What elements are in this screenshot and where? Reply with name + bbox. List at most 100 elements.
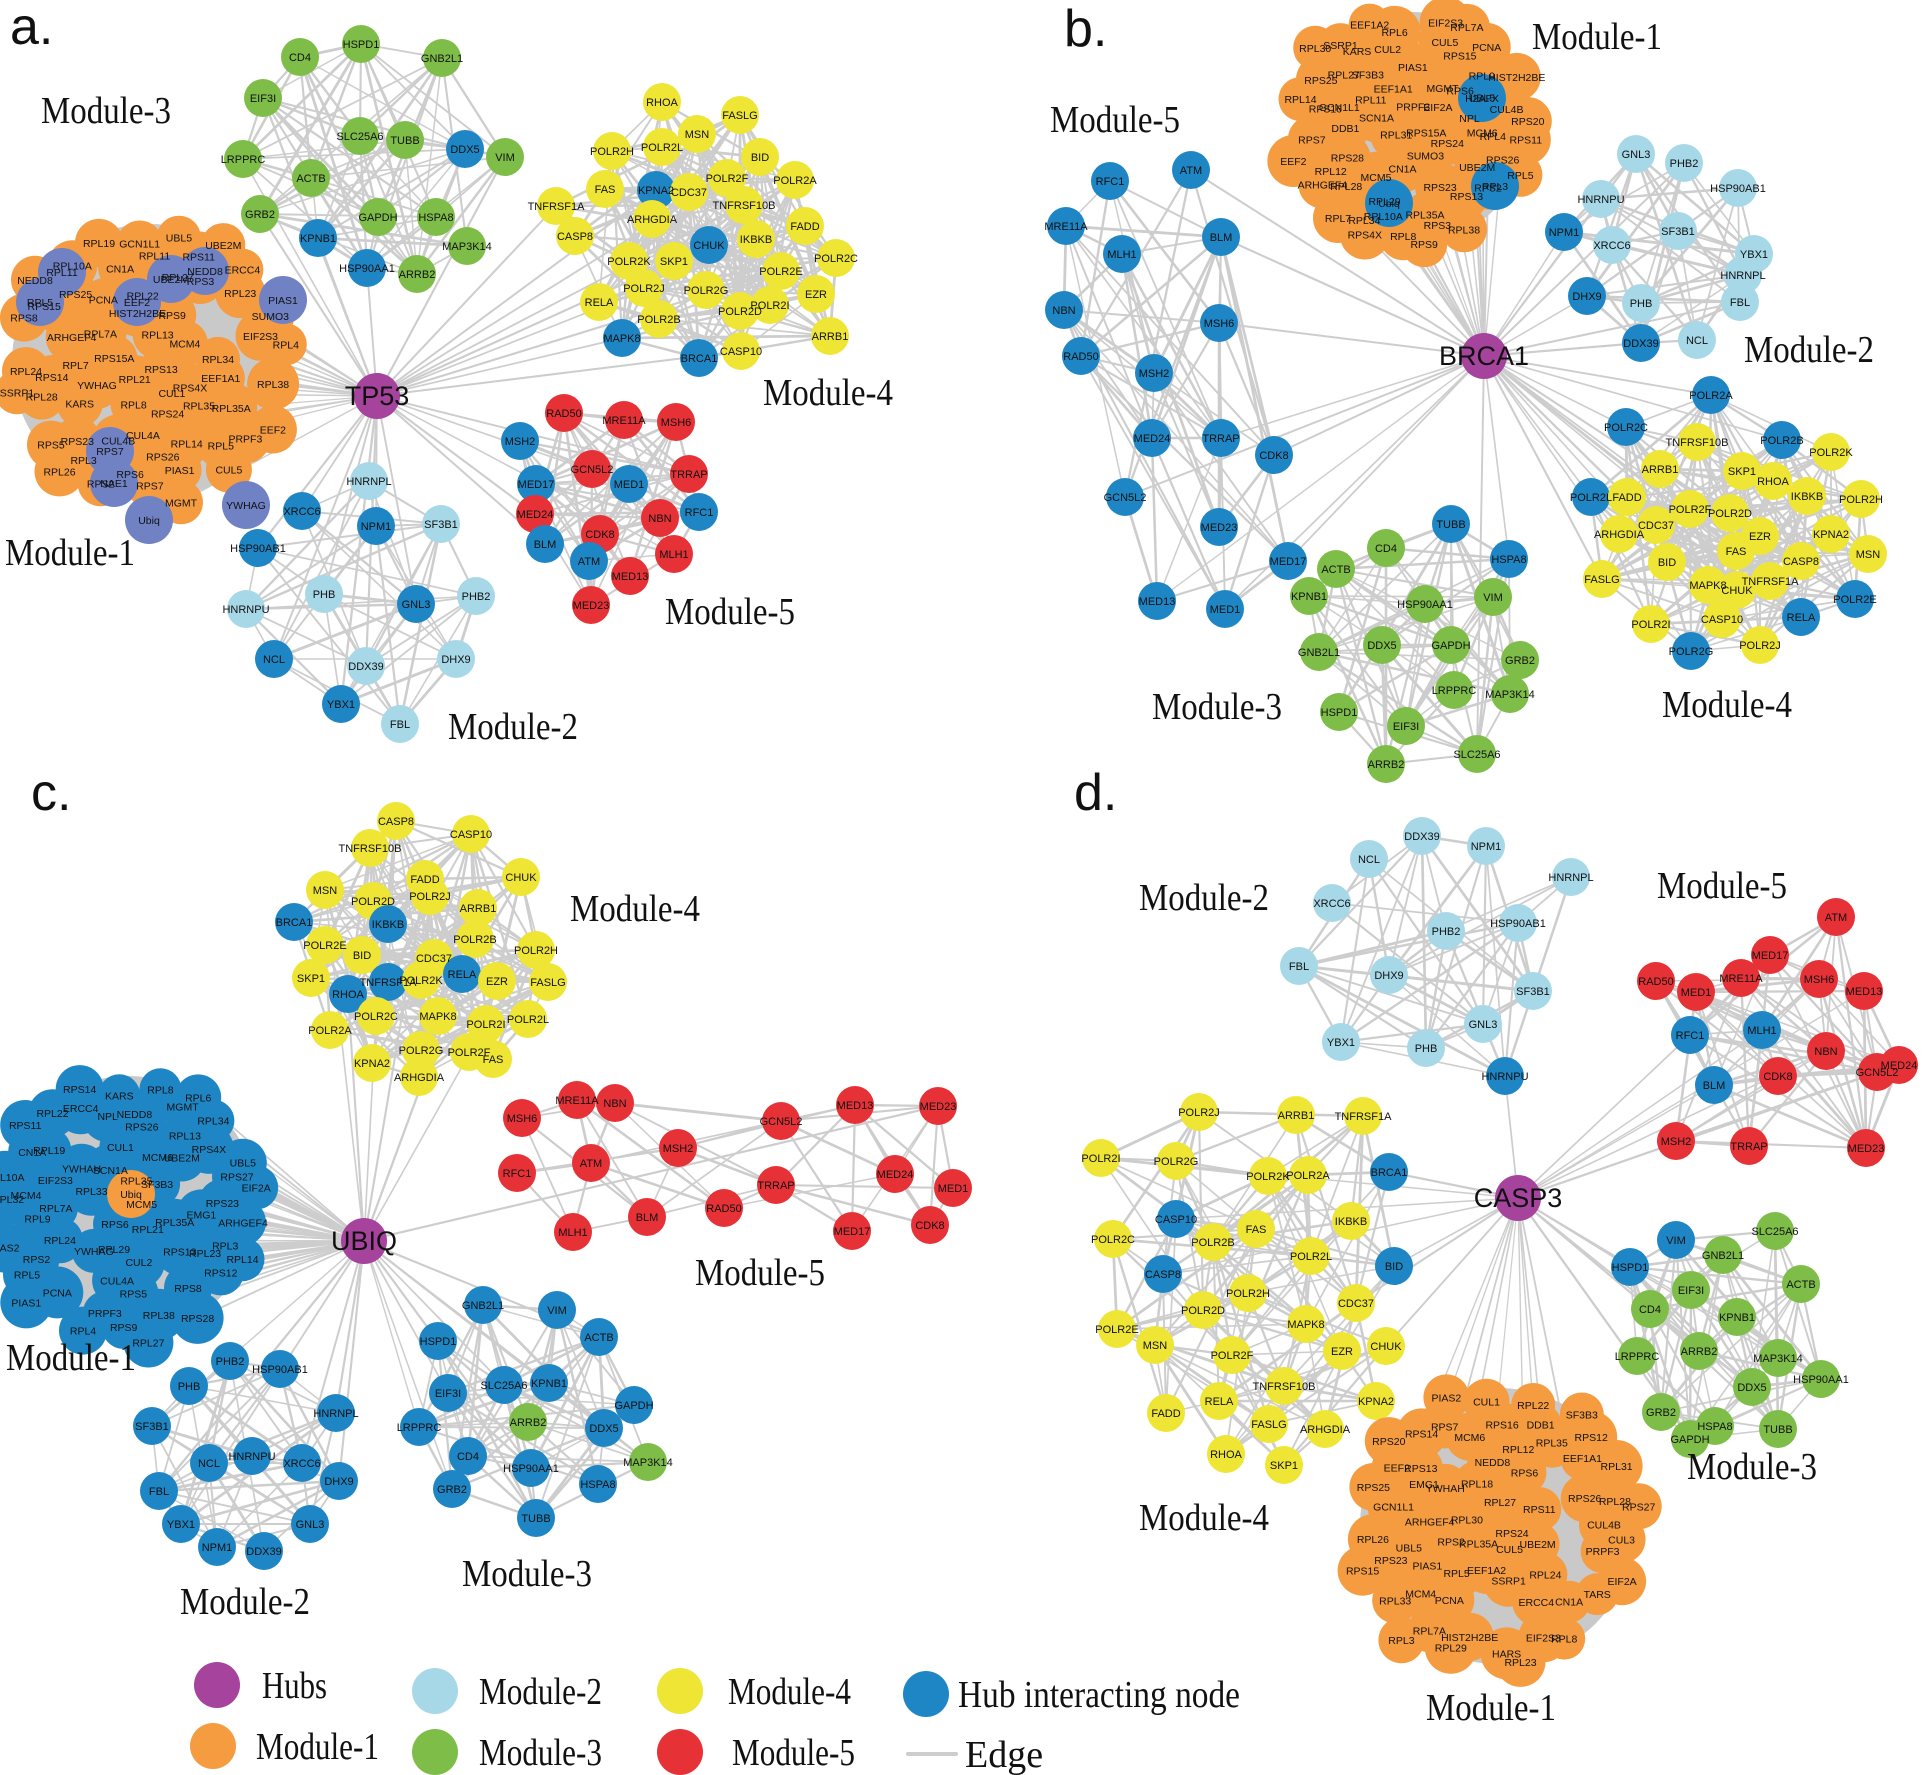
svg-text:GAPDH: GAPDH: [1431, 640, 1470, 652]
svg-text:CDC37: CDC37: [1638, 520, 1674, 532]
svg-text:MSN: MSN: [313, 885, 338, 897]
svg-text:MED1: MED1: [1681, 987, 1712, 999]
svg-text:POLR2A: POLR2A: [773, 175, 817, 187]
svg-text:RPS12: RPS12: [204, 1267, 237, 1279]
svg-text:POLR2L: POLR2L: [1290, 1251, 1332, 1263]
svg-text:FAS: FAS: [483, 1054, 504, 1066]
svg-text:MAP3K14: MAP3K14: [442, 241, 492, 253]
svg-text:MED17: MED17: [1270, 556, 1307, 568]
svg-text:CN1A: CN1A: [106, 263, 134, 275]
svg-text:GCN1L1: GCN1L1: [1373, 1501, 1414, 1513]
svg-text:MED23: MED23: [1201, 522, 1238, 534]
svg-text:RPS14: RPS14: [35, 372, 68, 384]
svg-text:MAP3K14: MAP3K14: [1753, 1353, 1803, 1365]
svg-text:SUMO3: SUMO3: [252, 311, 290, 323]
svg-text:PHB: PHB: [313, 589, 336, 601]
svg-text:POLR2C: POLR2C: [354, 1011, 398, 1023]
svg-text:PRPF3: PRPF3: [1586, 1546, 1620, 1558]
svg-text:CDK8: CDK8: [1763, 1071, 1792, 1083]
svg-text:BID: BID: [353, 950, 371, 962]
svg-text:EIF2A: EIF2A: [1423, 102, 1452, 114]
svg-text:NBN: NBN: [648, 513, 671, 525]
svg-text:VIM: VIM: [547, 1305, 567, 1317]
svg-text:POLR2D: POLR2D: [1708, 508, 1752, 520]
svg-text:RPS3: RPS3: [187, 276, 215, 288]
svg-text:FASLG: FASLG: [722, 110, 757, 122]
svg-text:CDK8: CDK8: [915, 1220, 944, 1232]
svg-text:CHUK: CHUK: [693, 240, 725, 252]
svg-text:MAP3K14: MAP3K14: [1485, 689, 1535, 701]
svg-text:ARRB1: ARRB1: [460, 903, 497, 915]
svg-text:RPS8: RPS8: [174, 1283, 202, 1295]
svg-text:POLR2D: POLR2D: [718, 306, 762, 318]
svg-text:RPS9: RPS9: [110, 1322, 138, 1334]
svg-text:FASLG: FASLG: [1251, 1419, 1286, 1431]
svg-text:HNRNPU: HNRNPU: [1481, 1071, 1528, 1083]
svg-text:HSPA8: HSPA8: [418, 212, 453, 224]
svg-text:DDX5: DDX5: [1737, 1382, 1766, 1394]
svg-text:POLR2B: POLR2B: [1760, 435, 1803, 447]
svg-text:MSH6: MSH6: [661, 417, 692, 429]
svg-text:Module-5: Module-5: [1657, 865, 1787, 907]
svg-text:SLC25A6: SLC25A6: [1453, 749, 1500, 761]
svg-text:RPL23: RPL23: [189, 1248, 221, 1260]
svg-text:MED17: MED17: [518, 479, 555, 491]
svg-text:HSP90AA1: HSP90AA1: [339, 263, 395, 275]
svg-text:MED23: MED23: [573, 600, 610, 612]
svg-text:HSP90AB1: HSP90AB1: [1490, 918, 1546, 930]
svg-text:RELA: RELA: [1787, 612, 1816, 624]
svg-text:SKP1: SKP1: [660, 256, 688, 268]
svg-text:NCL: NCL: [1686, 335, 1708, 347]
svg-text:RPS27: RPS27: [220, 1171, 253, 1183]
svg-text:RPS13: RPS13: [1404, 1463, 1437, 1475]
svg-text:NBN: NBN: [603, 1098, 626, 1110]
svg-text:CUL5: CUL5: [215, 465, 242, 477]
svg-text:EIF2A: EIF2A: [242, 1183, 271, 1195]
svg-text:RPS28: RPS28: [181, 1313, 214, 1325]
svg-text:RPS2: RPS2: [1474, 183, 1502, 195]
svg-text:NBN: NBN: [1052, 305, 1075, 317]
svg-text:ACTB: ACTB: [296, 173, 325, 185]
svg-text:XRCC6: XRCC6: [1593, 240, 1630, 252]
svg-text:EEF1A1: EEF1A1: [1563, 1453, 1602, 1465]
svg-text:RPL32: RPL32: [0, 1194, 24, 1206]
svg-text:RPS23: RPS23: [1423, 182, 1456, 194]
svg-text:BID: BID: [1385, 1261, 1403, 1273]
svg-text:RPL3: RPL3: [1388, 1635, 1414, 1647]
svg-text:MSH2: MSH2: [505, 436, 536, 448]
svg-text:RPS23: RPS23: [61, 436, 94, 448]
svg-text:GRB2: GRB2: [1505, 655, 1535, 667]
svg-text:PIAS1: PIAS1: [165, 465, 195, 477]
svg-text:KPNA2: KPNA2: [354, 1058, 390, 1070]
svg-text:MCM4: MCM4: [169, 339, 200, 351]
svg-text:MSN: MSN: [685, 129, 710, 141]
svg-text:ARHGEF4: ARHGEF4: [1405, 1517, 1455, 1529]
svg-text:ARHGDIA: ARHGDIA: [627, 214, 678, 226]
svg-text:CD4: CD4: [289, 52, 311, 64]
svg-text:FBL: FBL: [1730, 297, 1750, 309]
svg-text:MSH6: MSH6: [1204, 318, 1235, 330]
svg-text:Module-2: Module-2: [479, 1671, 602, 1713]
svg-text:DDX5: DDX5: [1367, 640, 1396, 652]
svg-text:MED1: MED1: [614, 479, 645, 491]
svg-text:PRPF3: PRPF3: [1396, 101, 1430, 113]
svg-text:RPS28: RPS28: [1331, 152, 1364, 164]
svg-text:SKP1: SKP1: [1728, 466, 1756, 478]
svg-text:NCL: NCL: [198, 1458, 220, 1470]
svg-text:RPL24: RPL24: [1529, 1570, 1561, 1582]
svg-text:MSH2: MSH2: [663, 1143, 694, 1155]
svg-text:Module-1: Module-1: [1532, 16, 1662, 58]
svg-text:RPL35A: RPL35A: [155, 1217, 194, 1229]
svg-text:YWHAG: YWHAG: [77, 380, 117, 392]
svg-text:PRPF3: PRPF3: [228, 434, 262, 446]
svg-text:ARHGEF4: ARHGEF4: [47, 332, 97, 344]
svg-text:EIF3I: EIF3I: [1678, 1285, 1704, 1297]
svg-text:RPS15A: RPS15A: [94, 353, 134, 365]
svg-text:CUL4B: CUL4B: [1587, 1520, 1621, 1532]
svg-text:GCN1L1: GCN1L1: [119, 239, 160, 251]
svg-text:TNFRSF10B: TNFRSF10B: [1666, 437, 1729, 449]
svg-text:TRRAP: TRRAP: [1730, 1141, 1767, 1153]
svg-text:NPM1: NPM1: [1471, 841, 1502, 853]
svg-text:CD4: CD4: [457, 1451, 479, 1463]
svg-text:RPL6: RPL6: [1381, 27, 1407, 39]
